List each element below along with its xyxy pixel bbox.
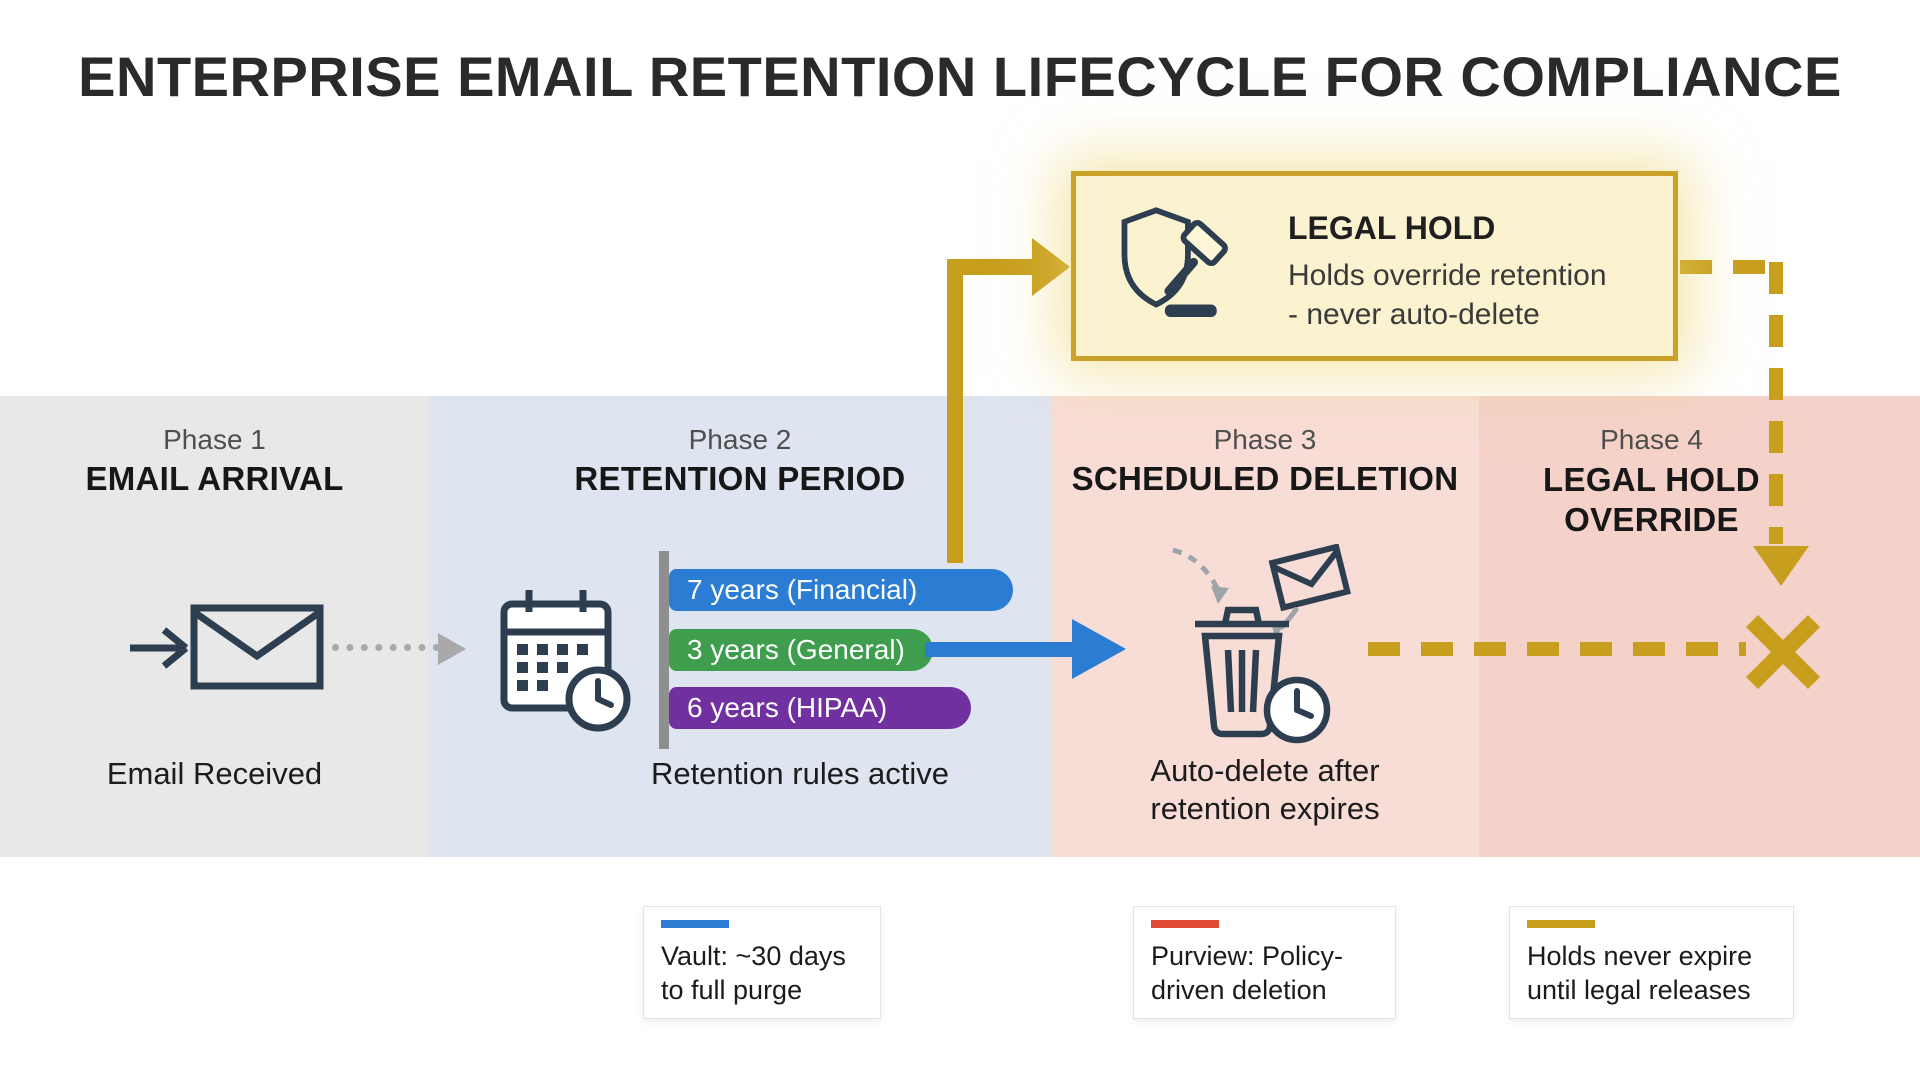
envelope-with-incoming-arrow-icon <box>130 604 324 690</box>
phase-3-caption-line2: retention expires <box>1150 791 1380 826</box>
phase-4-title-line1: LEGAL HOLD <box>1543 461 1760 498</box>
page-title: ENTERPRISE EMAIL RETENTION LIFECYCLE FOR… <box>78 45 1842 108</box>
legend-vault-swatch <box>661 920 729 928</box>
retention-bar-general: 3 years (General) <box>669 629 933 671</box>
gold-elbow-arrow-vertical <box>947 259 963 563</box>
phase-3-caption-line1: Auto-delete after <box>1150 753 1380 788</box>
legend-vault-text: Vault: ~30 days to full purge <box>661 939 846 1007</box>
phase-2-caption: Retention rules active <box>650 756 950 791</box>
phase-1-title: EMAIL ARRIVAL <box>85 460 344 497</box>
blue-arrow-line <box>925 642 1077 657</box>
legal-hold-description: Holds override retention - never auto-de… <box>1288 256 1607 334</box>
phase-3-label: Phase 3 <box>1213 424 1317 455</box>
legend-vault-line2: to full purge <box>661 975 803 1005</box>
phase-3-title: SCHEDULED DELETION <box>1071 460 1459 497</box>
phase-2-title: RETENTION PERIOD <box>574 460 906 497</box>
legend-vault: Vault: ~30 days to full purge <box>643 906 881 1019</box>
legal-hold-callout-box: LEGAL HOLD Holds override retention - ne… <box>1071 171 1678 361</box>
legal-hold-description-line1: Holds override retention <box>1288 259 1607 292</box>
phase-4-title: LEGAL HOLD OVERRIDE <box>1431 460 1872 540</box>
legal-hold-description-line2: - never auto-delete <box>1288 298 1540 331</box>
gold-x-mark-icon <box>1745 614 1821 690</box>
legend-holds-line2: until legal releases <box>1527 975 1751 1005</box>
phase-2-label: Phase 2 <box>688 424 792 455</box>
dotted-connector-line <box>332 644 440 651</box>
phase-4-label: Phase 4 <box>1600 424 1703 455</box>
legal-hold-title: LEGAL HOLD <box>1288 210 1496 246</box>
legend-purview-swatch <box>1151 920 1219 928</box>
phase-4-legal-hold-override-column: Phase 4 LEGAL HOLD OVERRIDE <box>1479 396 1920 857</box>
phase-1-email-arrival-column: Phase 1 EMAIL ARRIVAL Email Received <box>0 396 429 857</box>
gold-elbow-arrow-horizontal <box>947 259 1035 275</box>
blue-arrowhead-right-icon <box>1072 619 1126 679</box>
legend-holds: Holds never expire until legal releases <box>1509 906 1794 1019</box>
retention-bar-financial: 7 years (Financial) <box>669 569 1013 611</box>
gold-dashed-line-from-legal-hold <box>1680 260 1770 274</box>
legend-holds-swatch <box>1527 920 1595 928</box>
dotted-connector-arrowhead-icon <box>438 633 466 665</box>
gold-dashed-line-vertical <box>1769 262 1783 544</box>
phase-4-title-line2: OVERRIDE <box>1564 501 1739 538</box>
calendar-with-clock-icon <box>500 590 631 732</box>
trash-can-with-clock-and-envelope-icon <box>1172 544 1352 744</box>
retention-bar-hipaa: 6 years (HIPAA) <box>669 687 971 729</box>
retention-bars-axis <box>659 551 669 749</box>
gold-arrowhead-right-icon <box>1032 238 1070 296</box>
phase-3-caption: Auto-delete after retention expires <box>1051 752 1479 828</box>
gold-dashed-line-to-x <box>1368 642 1746 656</box>
phase-1-caption: Email Received <box>106 756 323 791</box>
legend-purview: Purview: Policy- driven deletion <box>1133 906 1396 1019</box>
legend-vault-line1: Vault: ~30 days <box>661 941 846 971</box>
gold-arrowhead-down-icon <box>1753 546 1809 586</box>
legend-holds-text: Holds never expire until legal releases <box>1527 939 1752 1007</box>
phase-1-label: Phase 1 <box>163 424 266 455</box>
legend-purview-text: Purview: Policy- driven deletion <box>1151 939 1343 1007</box>
legend-purview-line2: driven deletion <box>1151 975 1327 1005</box>
legend-holds-line1: Holds never expire <box>1527 941 1753 971</box>
shield-with-gavel-icon <box>1121 207 1228 318</box>
legend-purview-line1: Purview: Policy- <box>1151 941 1344 971</box>
